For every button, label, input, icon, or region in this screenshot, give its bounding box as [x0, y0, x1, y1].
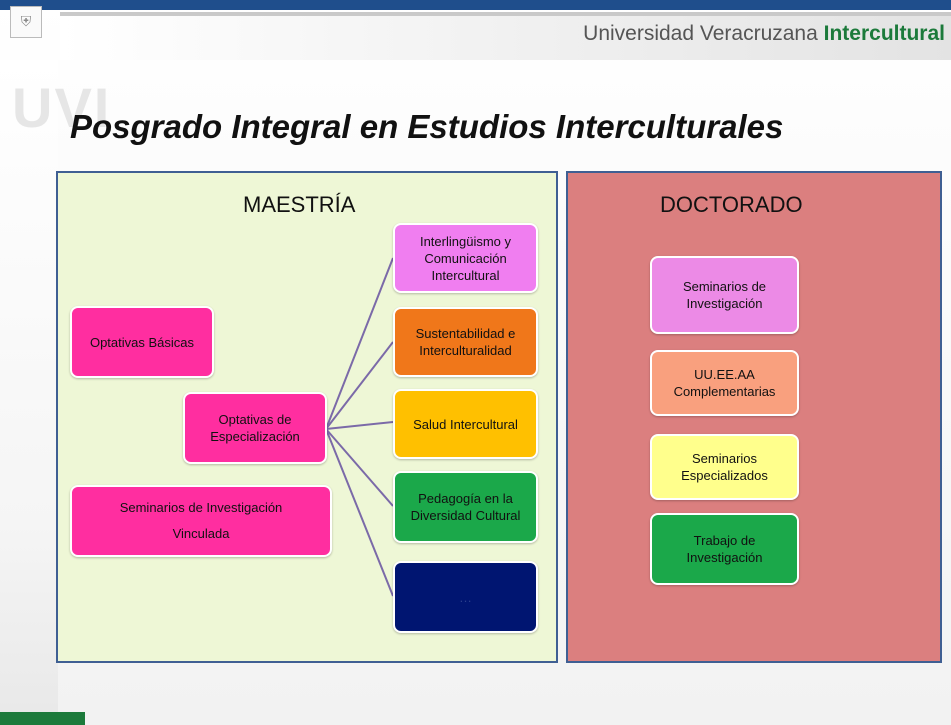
optativas-especializacion-box: Optativas de Especialización: [183, 392, 327, 464]
branch-more-box: …: [393, 561, 538, 633]
header-band: [60, 16, 951, 60]
connector-line: [325, 421, 394, 430]
branch-sustentabilidad-box: Sustentabilidad e Interculturalidad: [393, 307, 538, 377]
connector-line: [325, 428, 394, 597]
connector-line: [325, 341, 394, 430]
top-bar-accent: [60, 12, 951, 16]
doc-seminarios-investigacion-box: Seminarios de Investigación: [650, 256, 799, 334]
connector-line: [325, 257, 394, 430]
doc-uueeaa-box: UU.EE.AA Complementarias: [650, 350, 799, 416]
university-name: Universidad Veracruzana Intercultural: [583, 22, 945, 46]
branch-pedagogia-box: Pedagogía en la Diversidad Cultural: [393, 471, 538, 543]
doctorado-heading: DOCTORADO: [660, 192, 803, 217]
green-corner-mark: [0, 712, 85, 725]
page-title: Posgrado Integral en Estudios Intercultu…: [70, 108, 784, 145]
maestria-heading: MAESTRÍA: [243, 192, 356, 217]
left-band: [0, 60, 58, 725]
connector-line: [325, 428, 394, 507]
doc-trabajo-investigacion-box: Trabajo de Investigación: [650, 513, 799, 585]
university-name-part2: Intercultural: [823, 22, 945, 45]
branch-salud-box: Salud Intercultural: [393, 389, 538, 459]
uvi-watermark: UVI: [12, 76, 112, 139]
optativas-basicas-box: Optativas Básicas: [70, 306, 214, 378]
university-seal-icon: ⛨: [10, 6, 42, 38]
doc-seminarios-especializados-box: Seminarios Especializados: [650, 434, 799, 500]
doctorado-panel: [566, 171, 942, 663]
university-name-part1: Universidad Veracruzana: [583, 22, 818, 45]
branch-interlinguismo-box: Interlingüismo y Comunicación Intercultu…: [393, 223, 538, 293]
top-bar: [0, 0, 951, 10]
seminarios-vinculada-box: Seminarios de Investigación Vinculada: [70, 485, 332, 557]
